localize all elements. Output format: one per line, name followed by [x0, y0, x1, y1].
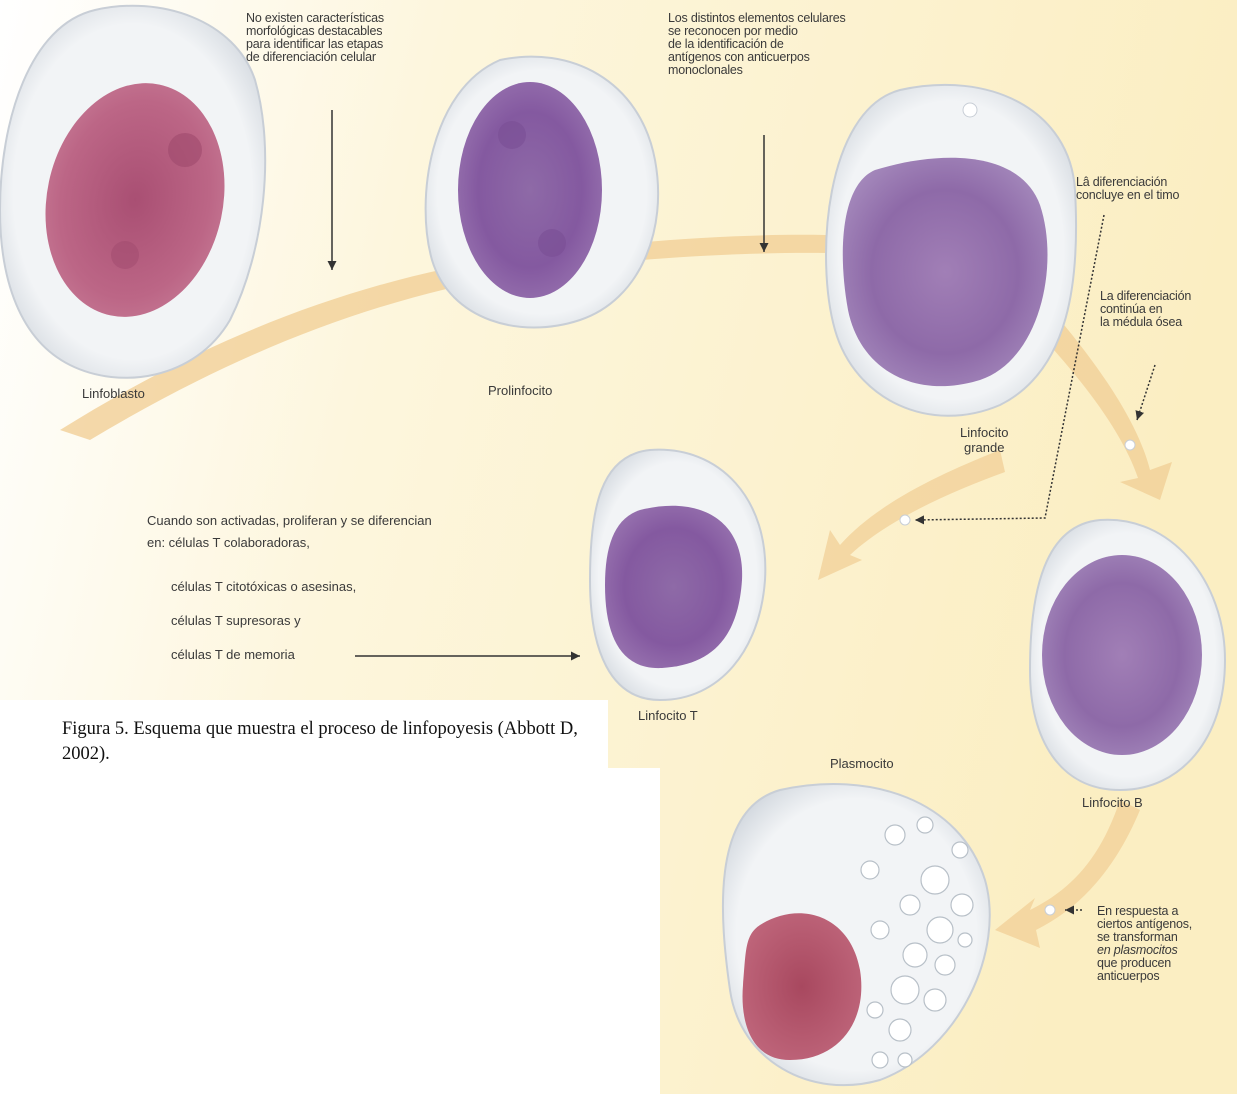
note-activated-line1: Cuando son activadas, proliferan y se di…: [147, 513, 432, 528]
note-bone-marrow: La diferenciación continúa en la médula …: [1100, 290, 1191, 329]
cell-linfocito-grande: [826, 85, 1076, 416]
label-linfocito-b: Linfocito B: [1082, 795, 1143, 810]
label-linfoblasto: Linfoblasto: [82, 386, 145, 401]
note-no-features: No existen características morfológicas …: [246, 12, 384, 64]
label-plasmocito: Plasmocito: [830, 756, 894, 771]
note-activated-line5: células T de memoria: [171, 647, 295, 662]
caption-box-lower: [0, 768, 660, 1094]
note-activated-line3: células T citotóxicas o asesinas,: [171, 579, 356, 594]
cell-prolinfocito: [426, 57, 659, 328]
label-linfocito-grande: Linfocito grande: [960, 425, 1008, 455]
marker-circle: [900, 515, 910, 525]
marker-circle: [1125, 440, 1135, 450]
figure-caption: Figura 5. Esquema que muestra el proceso…: [62, 717, 582, 767]
marker-circle: [1045, 905, 1055, 915]
note-thymus: Lâ diferenciación concluye en el timo: [1076, 176, 1179, 202]
note-antigens: Los distintos elementos celulares se rec…: [668, 12, 846, 77]
label-linfocito-t: Linfocito T: [638, 708, 698, 723]
note-activated-line4: células T supresoras y: [171, 613, 301, 628]
label-prolinfocito: Prolinfocito: [488, 383, 552, 398]
cell-linfoblasto: [0, 6, 265, 378]
note-activated-line2: en: células T colaboradoras,: [147, 535, 310, 550]
note-plasma: En respuesta a ciertos antígenos, se tra…: [1097, 905, 1192, 983]
